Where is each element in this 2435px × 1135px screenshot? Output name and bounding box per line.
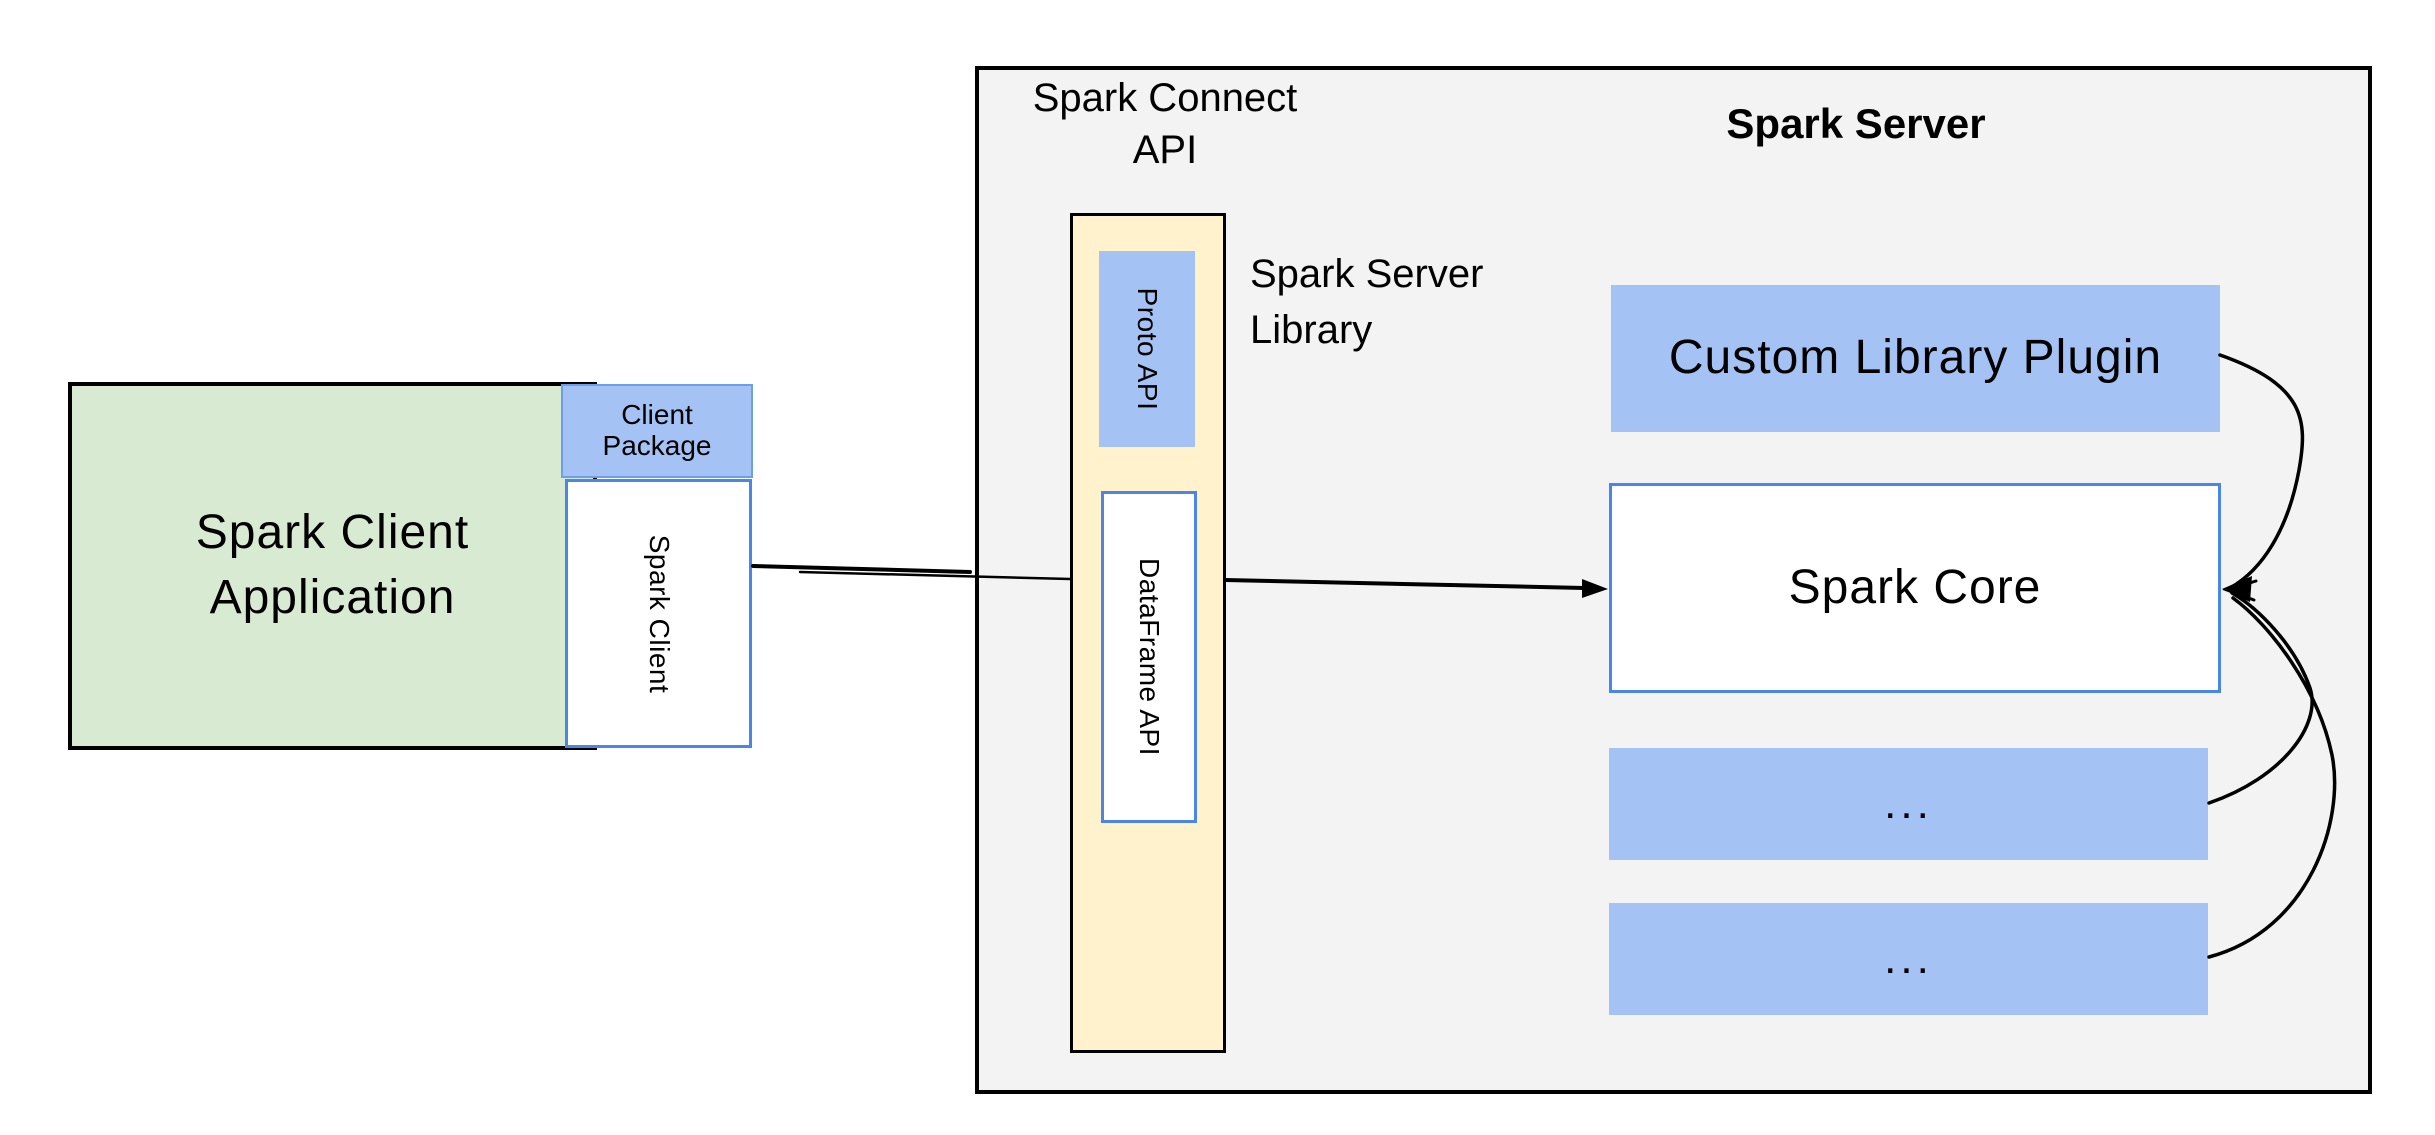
custom-library-plugin-box: Custom Library Plugin <box>1611 285 2220 432</box>
spark-client-application-box: Spark Client Application <box>68 382 597 750</box>
spark-core-box: Spark Core <box>1609 483 2221 693</box>
client-package-label: Client Package <box>602 399 712 461</box>
proto-api-box: Proto API <box>1099 251 1195 447</box>
custom-library-plugin-label: Custom Library Plugin <box>1668 331 2163 385</box>
spark-connect-api-label: Spark Connect API <box>1032 76 1298 172</box>
extension-box-1: ... <box>1609 748 2208 860</box>
dataframe-api-label: DataFrame API <box>1134 558 1165 756</box>
dataframe-api-box: DataFrame API <box>1101 491 1197 823</box>
spark-server-library-label: Spark Server Library <box>1250 252 1484 352</box>
connector-client-to-server-a <box>751 564 972 574</box>
spark-client-box: Spark Client <box>565 479 752 748</box>
spark-core-label: Spark Core <box>1788 560 2042 614</box>
spark-client-application-label: Spark Client Application <box>195 506 470 624</box>
spark-client-label: Spark Client <box>643 534 675 693</box>
spark-server-title: Spark Server <box>1726 100 1986 147</box>
client-package-box: Client Package <box>561 384 753 478</box>
extension-2-label: ... <box>1884 934 1933 983</box>
extension-box-2: ... <box>1609 903 2208 1015</box>
extension-1-label: ... <box>1884 779 1933 828</box>
proto-api-label: Proto API <box>1132 287 1163 411</box>
